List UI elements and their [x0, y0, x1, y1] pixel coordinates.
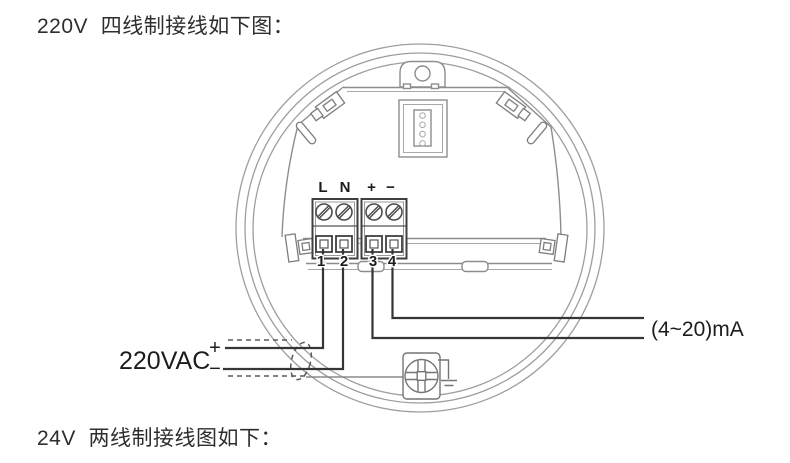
- screw-terminal-2: [335, 203, 353, 221]
- screw-terminal-1: [315, 203, 333, 221]
- housing-outer-circle: [235, 43, 605, 413]
- wire-terminal1-to-plus: [225, 249, 325, 350]
- ground-screw: [402, 352, 441, 400]
- phillips-cross-icon: [405, 360, 438, 392]
- cable-entry-marker: [289, 341, 313, 381]
- top-caption: 220V 四线制接线如下图：: [37, 15, 295, 38]
- connector-pin: [419, 140, 426, 147]
- connector-pin: [419, 121, 426, 129]
- earth-ground-icon: [438, 359, 457, 387]
- left-slot: [295, 121, 317, 145]
- mounting-tab: [399, 60, 446, 90]
- terminal-label-plus: +: [367, 179, 376, 196]
- terminal-number-1: 1: [317, 253, 325, 270]
- terminal-block-right: [360, 198, 408, 260]
- wire-clamp-3: [365, 235, 383, 253]
- connector-pin: [419, 130, 426, 138]
- wire-terminal2-to-minus: [223, 249, 345, 371]
- right-latch-clip: [495, 90, 532, 122]
- housing-inner-rim-circle: [252, 61, 588, 397]
- wire-terminal4-to-output: [391, 249, 644, 320]
- tab-foot-left: [402, 83, 412, 90]
- screw-terminal-4: [385, 203, 403, 221]
- power-source-label: 220VAC: [119, 347, 210, 375]
- body-right-edge: [507, 87, 562, 238]
- power-plus-sign: +: [209, 337, 221, 359]
- bottom-caption: 24V 两线制接线图如下：: [37, 427, 283, 450]
- wire-clamp-4: [385, 235, 403, 253]
- band-notch: [461, 260, 489, 273]
- right-lower-clip: [538, 233, 569, 263]
- left-lower-clip: [284, 233, 315, 263]
- terminal-label-N: N: [340, 179, 351, 196]
- connector-pin: [419, 112, 426, 119]
- terminal-label-minus: −: [386, 179, 395, 196]
- left-latch-clip: [309, 90, 346, 122]
- band-notch: [357, 260, 385, 273]
- power-minus-sign: −: [209, 358, 221, 380]
- output-current-label: (4~20)mA: [651, 318, 744, 341]
- terminal-number-3: 3: [369, 253, 377, 270]
- tab-foot-right: [430, 83, 440, 90]
- tab-outline: [399, 60, 446, 88]
- housing: [235, 43, 605, 413]
- terminal-block-left: [311, 198, 359, 260]
- tab-hole: [414, 65, 431, 82]
- connector-socket: [398, 99, 448, 158]
- right-slot: [526, 121, 548, 145]
- terminal-number-4: 4: [388, 253, 397, 270]
- screw-terminal-3: [365, 203, 383, 221]
- housing-middle-circle: [244, 52, 596, 404]
- terminal-number-2: 2: [340, 253, 348, 270]
- terminal-label-L: L: [318, 179, 327, 196]
- wire-terminal3-to-output: [371, 249, 644, 340]
